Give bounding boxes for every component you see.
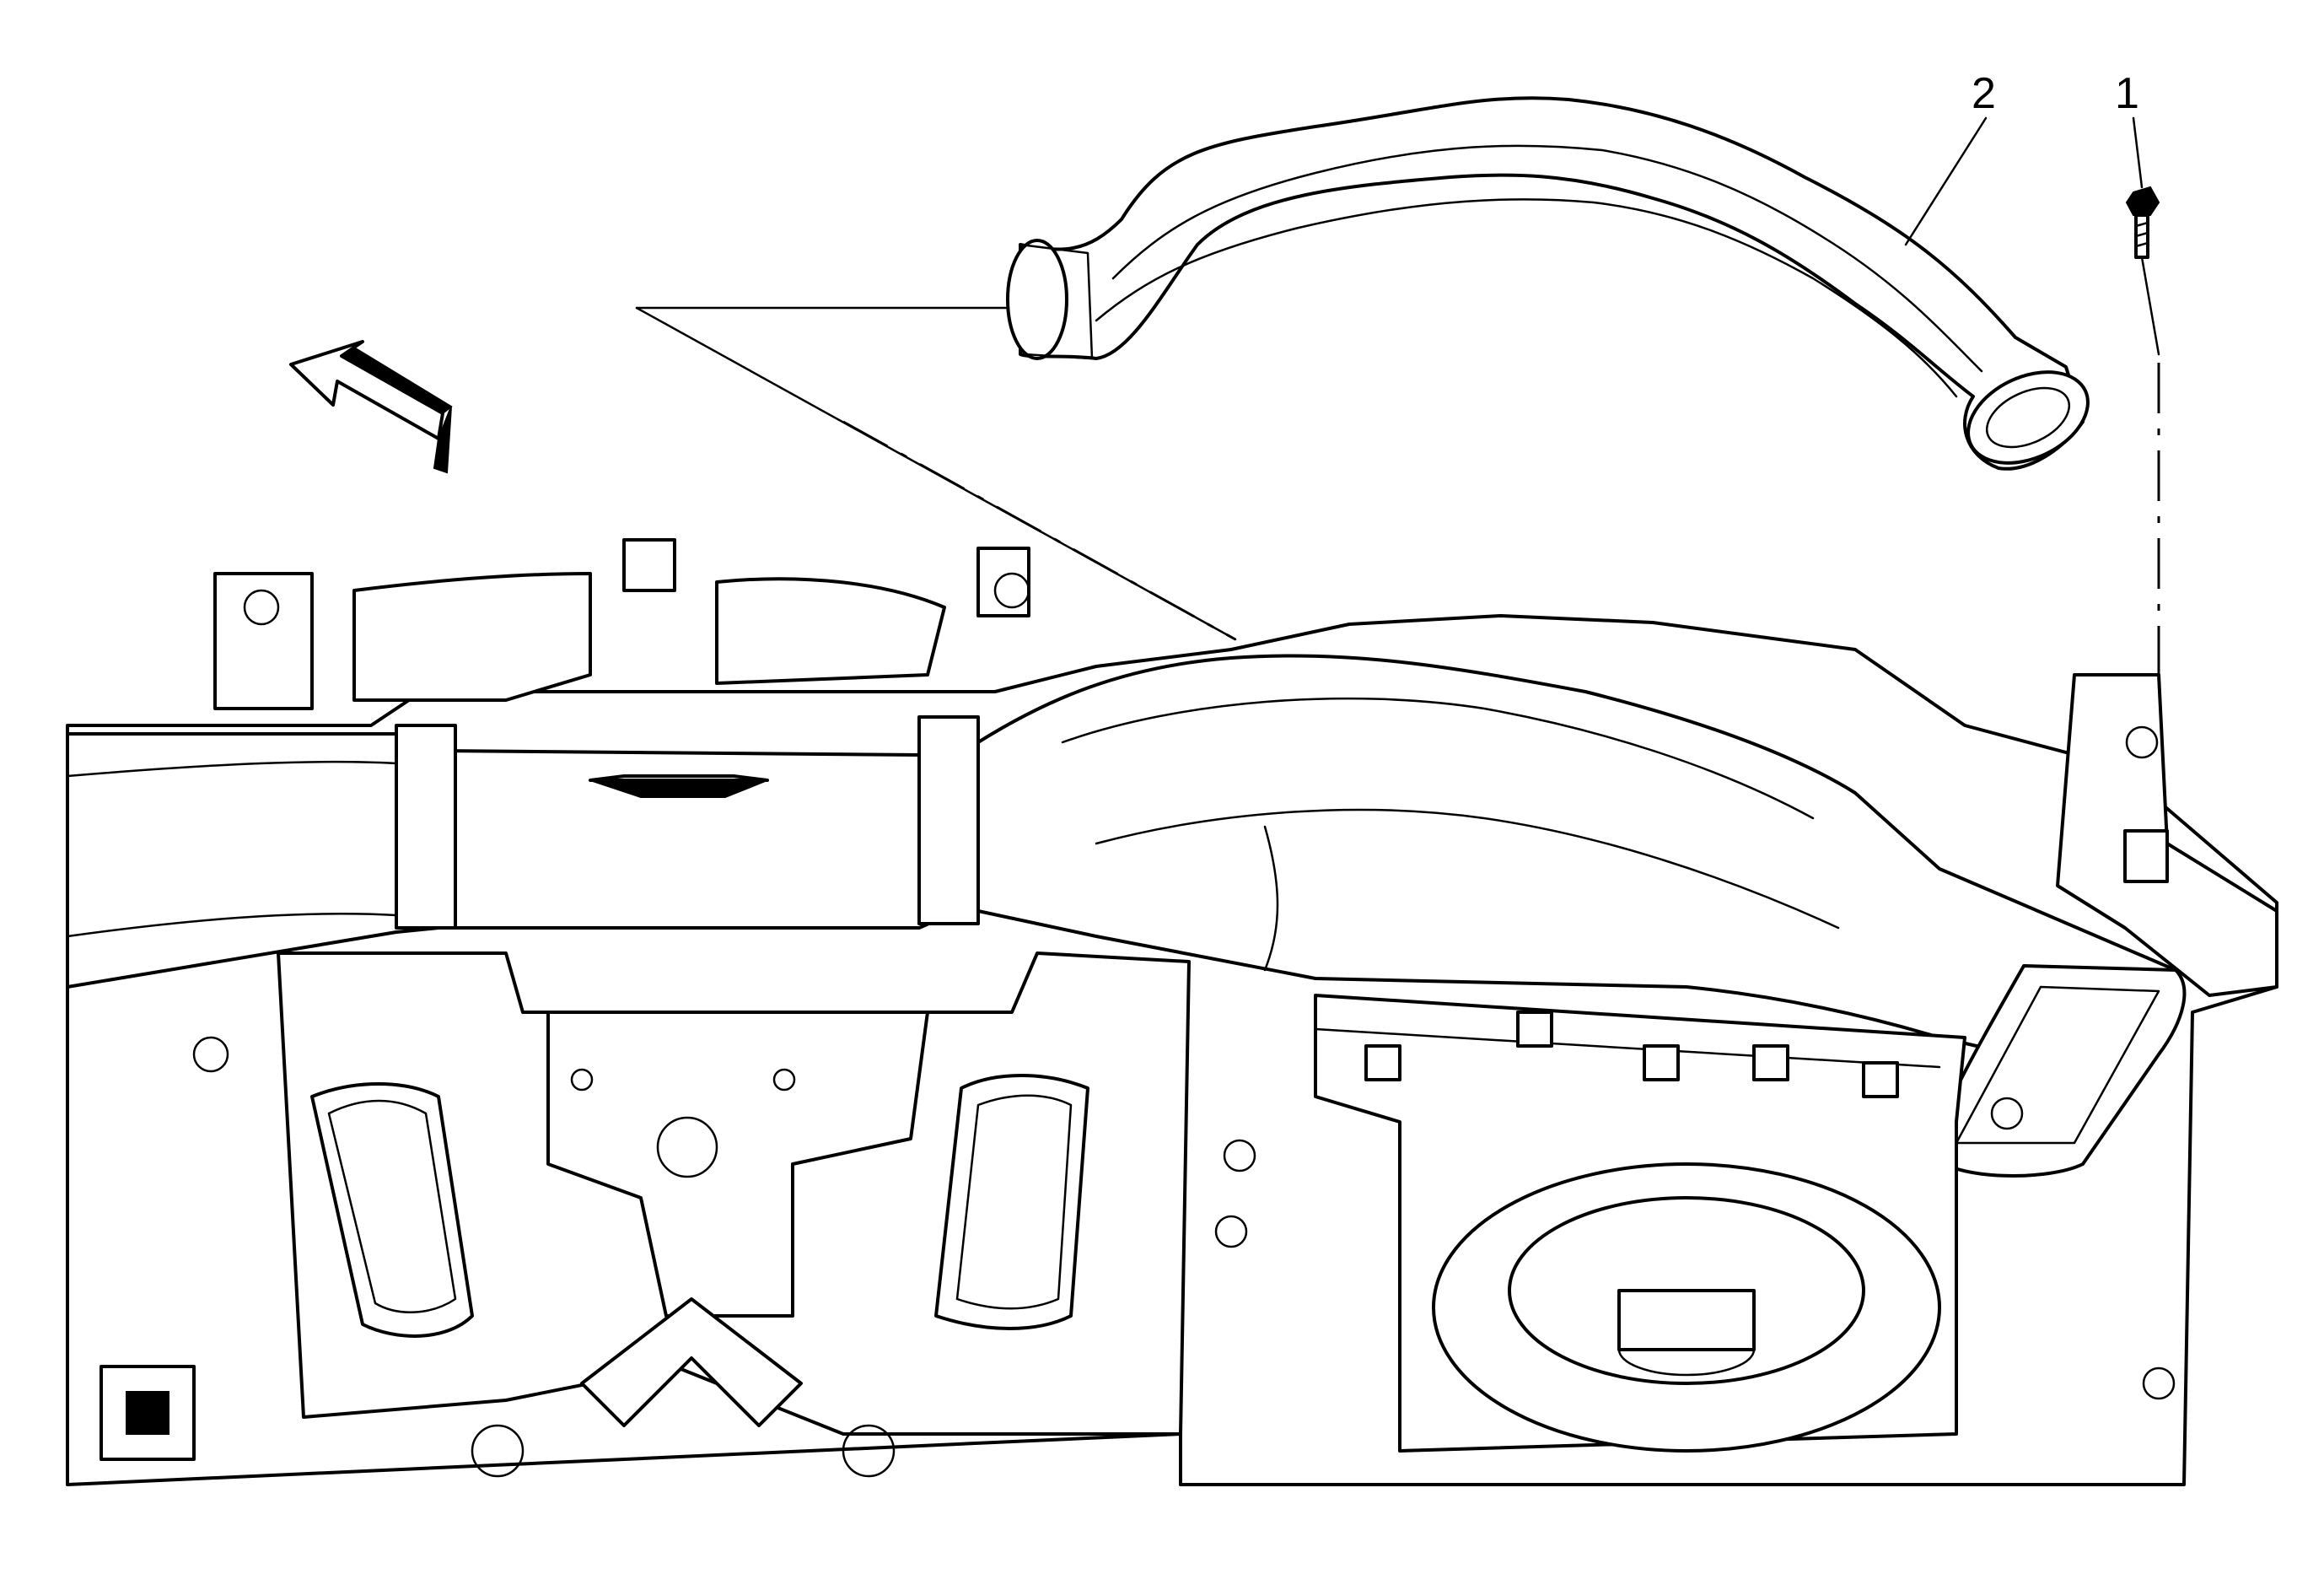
callout-1-label: 1 — [2115, 69, 2139, 118]
instrument-panel-assembly — [66, 538, 2278, 1486]
heater-duct — [1006, 96, 2090, 471]
callout-2-leader — [1904, 116, 1988, 246]
forward-arrow-icon — [289, 340, 453, 474]
callout-1-leader — [2132, 116, 2144, 189]
callout-2-label: 2 — [1972, 69, 1996, 118]
duct-leader-line — [635, 306, 1237, 641]
